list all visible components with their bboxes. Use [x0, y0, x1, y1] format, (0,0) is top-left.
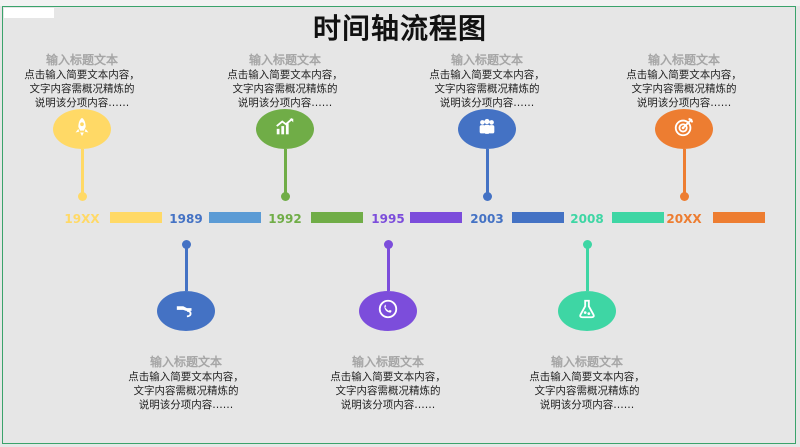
- connector-dot: [78, 192, 87, 201]
- milestone-body-line: 说明该分项内容……: [340, 399, 436, 411]
- milestone-body-line: 点击输入简要文本内容，: [24, 69, 140, 81]
- timeline-segment: [311, 212, 363, 223]
- target-icon: [673, 116, 695, 142]
- slide-frame: [2, 6, 796, 444]
- timeline-segment: [713, 212, 765, 223]
- year-label: 1995: [371, 212, 405, 226]
- top-strip: [0, 0, 800, 6]
- phone-icon: [377, 298, 399, 324]
- year-label: 2003: [470, 212, 504, 226]
- icon-circle: [157, 291, 215, 331]
- milestone-body-line: 点击输入简要文本内容，: [429, 69, 545, 81]
- icon-circle: [558, 291, 616, 331]
- connector-dot: [281, 192, 290, 201]
- year-label: 2008: [570, 212, 604, 226]
- milestone-body-line: 文字内容需概况精炼的: [534, 385, 640, 397]
- milestone-body-line: 点击输入简要文本内容，: [626, 69, 742, 81]
- milestone-body-line: 说明该分项内容……: [138, 399, 234, 411]
- sheet-tab[interactable]: [4, 8, 54, 18]
- timeline-segment: [410, 212, 462, 223]
- year-label: 20XX: [666, 212, 702, 226]
- milestone-heading: 输入标题文本: [248, 53, 321, 67]
- connector-line: [586, 244, 589, 291]
- milestone-body-line: 说明该分项内容……: [539, 399, 635, 411]
- milestone-text-block: 输入标题文本点击输入简要文本内容， 文字内容需概况精炼的说明该分项内容……: [502, 355, 672, 412]
- milestone-body-line: 文字内容需概况精炼的: [631, 83, 737, 95]
- milestone-body-line: 文字内容需概况精炼的: [335, 385, 441, 397]
- milestone-heading: 输入标题文本: [149, 355, 222, 369]
- timeline-segment: [110, 212, 162, 223]
- milestone-body-line: 说明该分项内容……: [237, 97, 333, 109]
- milestone-text-block: 输入标题文本点击输入简要文本内容， 文字内容需概况精炼的说明该分项内容……: [200, 53, 370, 110]
- milestone-text-block: 输入标题文本点击输入简要文本内容， 文字内容需概况精炼的说明该分项内容……: [0, 53, 167, 110]
- page-title: 时间轴流程图: [312, 12, 487, 45]
- milestone-body-line: 说明该分项内容……: [636, 97, 732, 109]
- milestone-heading: 输入标题文本: [647, 53, 720, 67]
- connector-line: [185, 244, 188, 291]
- icon-circle: [458, 109, 516, 149]
- growth-chart-icon: [274, 116, 296, 142]
- timeline-segment: [209, 212, 261, 223]
- connector-dot: [182, 240, 191, 249]
- year-label: 1992: [268, 212, 302, 226]
- connector-line: [81, 149, 84, 195]
- milestone-body-line: 文字内容需概况精炼的: [133, 385, 239, 397]
- milestone-body-line: 点击输入简要文本内容，: [227, 69, 343, 81]
- milestone-text-block: 输入标题文本点击输入简要文本内容， 文字内容需概况精炼的说明该分项内容……: [303, 355, 473, 412]
- milestone-body-line: 点击输入简要文本内容，: [529, 371, 645, 383]
- icon-circle: [256, 109, 314, 149]
- connector-line: [284, 149, 287, 195]
- milestone-body-line: 文字内容需概况精炼的: [29, 83, 135, 95]
- milestone-heading: 输入标题文本: [550, 355, 623, 369]
- connector-line: [683, 149, 686, 195]
- milestone-body-line: 点击输入简要文本内容，: [128, 371, 244, 383]
- milestone-text-block: 输入标题文本点击输入简要文本内容， 文字内容需概况精炼的说明该分项内容……: [599, 53, 769, 110]
- milestone-heading: 输入标题文本: [351, 355, 424, 369]
- connector-dot: [483, 192, 492, 201]
- flask-icon: [576, 298, 598, 324]
- handshake-icon: [175, 298, 197, 324]
- icon-circle: [53, 109, 111, 149]
- milestone-heading: 输入标题文本: [450, 53, 523, 67]
- milestone-text-block: 输入标题文本点击输入简要文本内容， 文字内容需概况精炼的说明该分项内容……: [101, 355, 271, 412]
- milestone-body-line: 点击输入简要文本内容，: [330, 371, 446, 383]
- icon-circle: [655, 109, 713, 149]
- connector-line: [486, 149, 489, 195]
- connector-dot: [680, 192, 689, 201]
- milestone-body-line: 说明该分项内容……: [439, 97, 535, 109]
- team-icon: [476, 116, 498, 142]
- connector-line: [387, 244, 390, 291]
- timeline-segment: [512, 212, 564, 223]
- connector-dot: [384, 240, 393, 249]
- milestone-body-line: 文字内容需概况精炼的: [434, 83, 540, 95]
- milestone-body-line: 文字内容需概况精炼的: [232, 83, 338, 95]
- milestone-body-line: 说明该分项内容……: [34, 97, 130, 109]
- milestone-heading: 输入标题文本: [45, 53, 118, 67]
- milestone-text-block: 输入标题文本点击输入简要文本内容， 文字内容需概况精炼的说明该分项内容……: [402, 53, 572, 110]
- icon-circle: [359, 291, 417, 331]
- connector-dot: [583, 240, 592, 249]
- timeline-segment: [612, 212, 664, 223]
- year-label: 19XX: [64, 212, 100, 226]
- rocket-icon: [71, 116, 93, 142]
- year-label: 1989: [169, 212, 203, 226]
